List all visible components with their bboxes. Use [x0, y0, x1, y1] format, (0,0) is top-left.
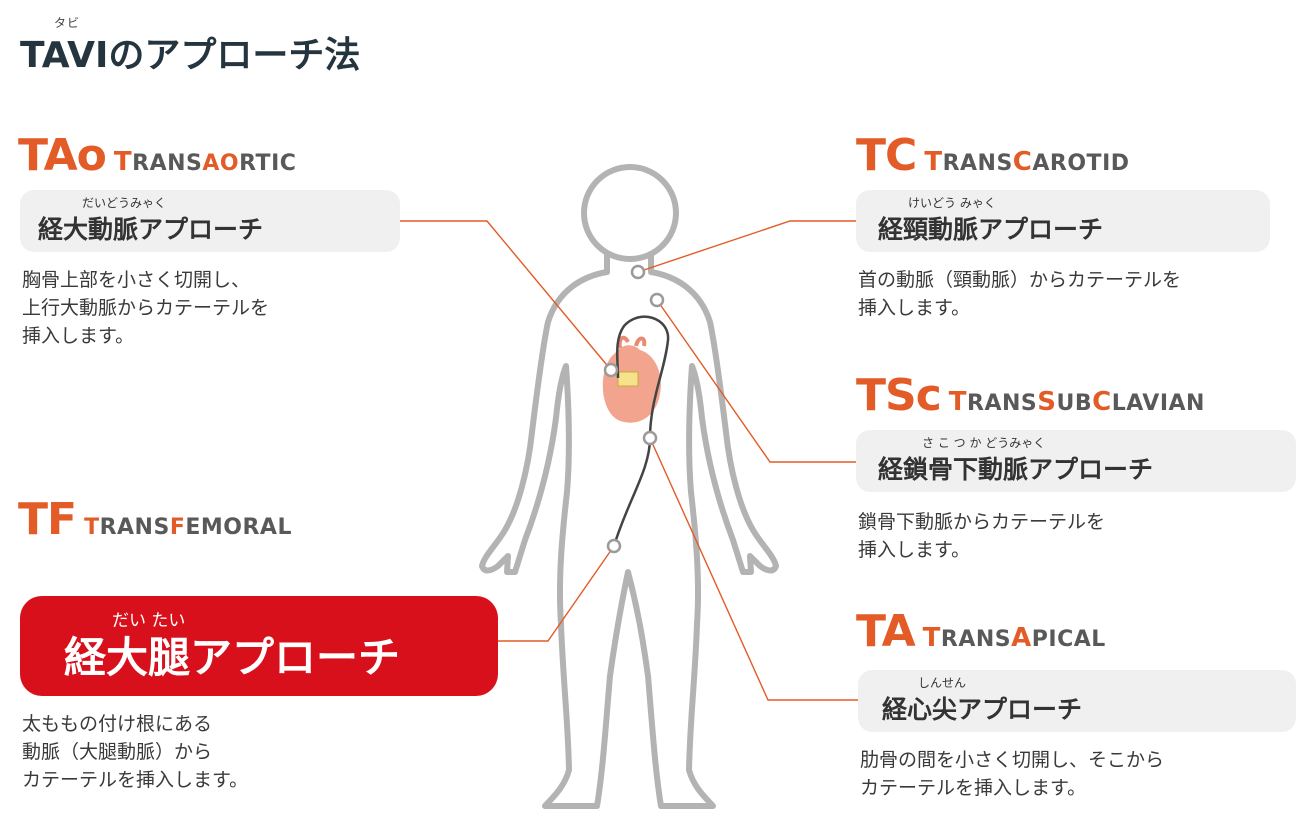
tc-english: TRANSCAROTID	[924, 151, 1129, 176]
tsc-label-pill: さ こ つ か どうみゃく 経鎖骨下動脈アプローチ	[856, 430, 1296, 492]
tf-label: 経大腿アプローチ	[64, 624, 400, 685]
tao-abbr: TAo	[18, 130, 106, 181]
tsc-ruby: さ こ つ か どうみゃく	[922, 434, 1045, 451]
tc-heading: TC TRANSCAROTID	[856, 130, 1130, 181]
tao-heading: TAo TRANSAORTIC	[18, 130, 296, 181]
valve-icon	[618, 372, 638, 386]
ta-label-pill: しんせん 経心尖アプローチ	[858, 670, 1296, 732]
ta-description: 肋骨の間を小さく切開し、そこから カテーテルを挿入します。	[860, 746, 1164, 802]
tsc-abbr: TSc	[856, 370, 941, 421]
tf-abbr: TF	[18, 494, 76, 545]
ta-abbr: TA	[856, 606, 915, 657]
tao-english: TRANSAORTIC	[114, 151, 297, 176]
tsc-english: TRANSSUBCLAVIAN	[949, 391, 1205, 416]
connector-tf	[497, 546, 614, 641]
tao-ruby: だいどうみゃく	[82, 194, 166, 211]
access-point-subclavian	[651, 294, 663, 306]
ta-label: 経心尖アプローチ	[882, 690, 1082, 726]
body-silhouette	[482, 255, 776, 806]
access-point-femoral	[608, 540, 620, 552]
human-body-outline	[482, 167, 776, 806]
head-outline	[584, 167, 676, 259]
tsc-heading: TSc TRANSSUBCLAVIAN	[856, 370, 1205, 421]
tc-ruby: けいどう みゃく	[908, 194, 996, 211]
tf-english: TRANSFEMORAL	[84, 515, 292, 540]
ta-english: TRANSAPICAL	[923, 627, 1106, 652]
access-point-aorta	[605, 364, 617, 376]
tao-label-pill: だいどうみゃく 経大動脈アプローチ	[20, 190, 400, 252]
tf-description: 太ももの付け根にある 動脈（大腿動脈）から カテーテルを挿入します。	[22, 710, 248, 794]
ta-ruby: しんせん	[918, 674, 966, 691]
tf-label-pill: だい たい 経大腿アプローチ	[20, 596, 498, 696]
tc-description: 首の動脈（頸動脈）からカテーテルを 挿入します。	[858, 266, 1181, 322]
access-point-carotid	[632, 266, 644, 278]
tsc-description: 鎖骨下動脈からカテーテルを 挿入します。	[858, 508, 1105, 564]
tc-label: 経頸動脈アプローチ	[878, 210, 1103, 246]
tao-description: 胸骨上部を小さく切開し、 上行大動脈からカテーテルを 挿入します。	[22, 266, 269, 350]
connector-ta	[650, 438, 858, 700]
tc-label-pill: けいどう みゃく 経頸動脈アプローチ	[856, 190, 1270, 252]
access-point-apex	[644, 432, 656, 444]
connector-tao	[400, 221, 611, 370]
tsc-label: 経鎖骨下動脈アプローチ	[878, 450, 1153, 486]
tao-label: 経大動脈アプローチ	[38, 210, 263, 246]
ta-heading: TA TRANSAPICAL	[856, 606, 1106, 657]
tc-abbr: TC	[856, 130, 916, 181]
tf-heading: TF TRANSFEMORAL	[18, 494, 292, 545]
